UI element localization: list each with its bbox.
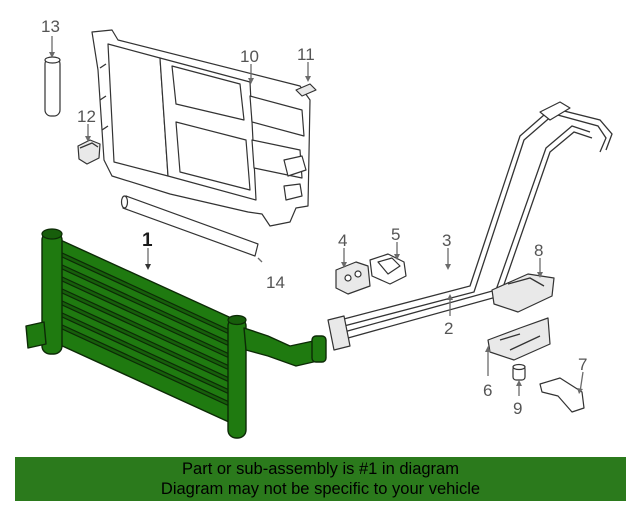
callout-4: 4: [338, 231, 347, 250]
callout-10: 10: [240, 47, 259, 66]
callout-1: 1: [142, 230, 153, 251]
banner-line-2: Diagram may not be specific to your vehi…: [160, 480, 481, 498]
callout-14: 14: [266, 273, 285, 292]
banner-line-1: Part or sub-assembly is #1 in diagram: [182, 460, 459, 478]
callout-9: 9: [513, 399, 522, 418]
part-8-bracket: [491, 273, 555, 313]
parts-diagram: 1 2 3 4 5 6 7 8 9 10 11 12 13 14: [25, 17, 613, 439]
callout-labels: 1 2 3 4 5 6 7 8 9 10 11 12 13 14: [41, 17, 587, 418]
part-11-clip: [295, 83, 317, 97]
callout-7: 7: [578, 355, 587, 374]
part-2-3-cooler-lines: [327, 101, 613, 351]
callout-2: 2: [444, 319, 453, 338]
callout-11: 11: [297, 45, 315, 64]
callout-8: 8: [534, 241, 543, 260]
callout-5: 5: [391, 225, 400, 244]
part-12-clip: [77, 139, 101, 165]
part-5-connector: [369, 253, 407, 285]
part-13-tube: [44, 56, 61, 117]
part-7-hose: [539, 377, 585, 413]
callout-12: 12: [77, 107, 96, 126]
callout-6: 6: [483, 381, 492, 400]
callout-3: 3: [442, 231, 451, 250]
part-9-grommet: [512, 363, 526, 381]
info-banner: Part or sub-assembly is #1 in diagram Di…: [15, 457, 626, 501]
part-1-oil-cooler: [25, 228, 327, 439]
leader-lines: [49, 36, 584, 396]
callout-13: 13: [41, 17, 60, 36]
part-6-bracket: [487, 317, 551, 361]
part-4-fitting: [335, 261, 371, 295]
part-14-seal: [120, 195, 259, 257]
part-10-radiator-support: [91, 29, 311, 227]
